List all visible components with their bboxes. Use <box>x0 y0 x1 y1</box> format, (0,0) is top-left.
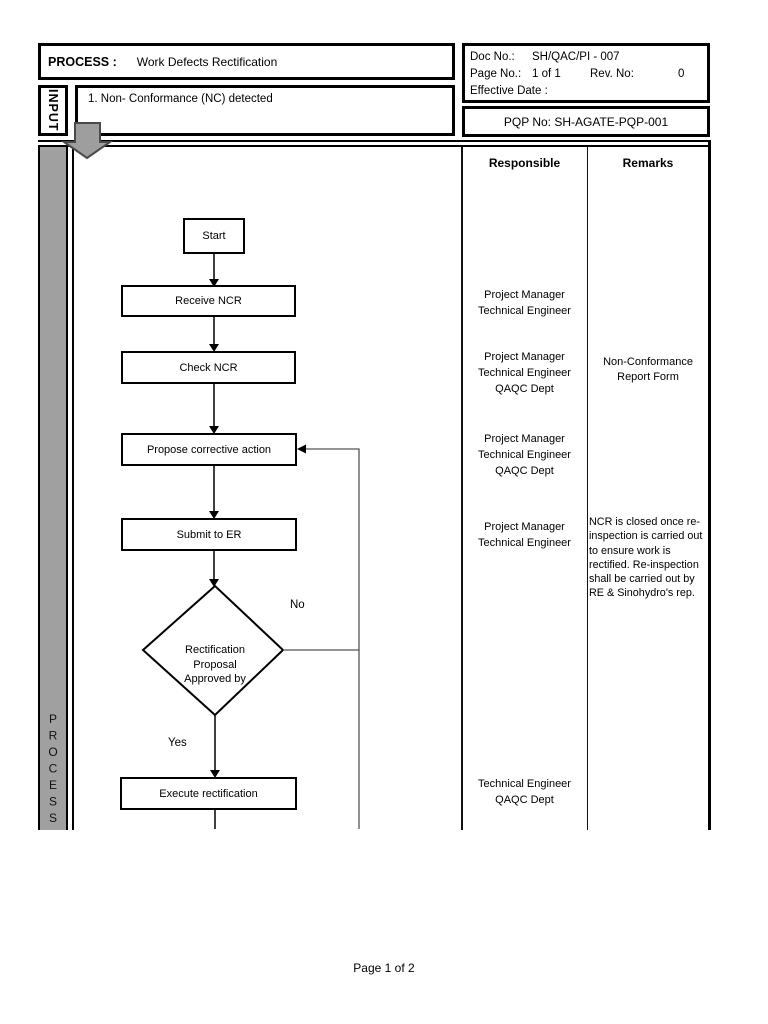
table-right-border <box>708 140 711 830</box>
decision-label: Rectification Proposal Approved by <box>145 643 285 687</box>
decision-label-line1: Rectification <box>185 644 245 656</box>
process-label: PROCESS : <box>48 54 117 69</box>
flow-step-execute-label: Execute rectification <box>159 787 258 800</box>
effective-date-label: Effective Date : <box>470 85 548 97</box>
responsible-line: QAQC Dept <box>495 465 554 477</box>
flow-step-start-label: Start <box>202 230 226 242</box>
responsible-column-header: Responsible <box>488 156 561 170</box>
responsible-line: Technical Engineer <box>478 449 571 461</box>
process-band-label: PROCESS <box>46 712 60 828</box>
decision-label-line2: Proposal <box>193 658 237 671</box>
input-item: 1. Non- Conformance (NC) detected <box>88 93 273 105</box>
table-top-border-inner <box>38 145 710 147</box>
flow-step-receive-ncr-label: Receive NCR <box>175 295 242 307</box>
rev-no-label: Rev. No: <box>590 68 634 80</box>
responsible-line: QAQC Dept <box>495 794 554 806</box>
arrowhead-decision-execute <box>210 770 220 778</box>
flow-step-check-ncr-label: Check NCR <box>179 361 238 374</box>
page-no-value: 1 of 1 <box>532 68 561 80</box>
remark-check-ncr: Non-Conformance Report Form <box>589 355 707 385</box>
flow-step-propose-corrective-action: Propose corrective action <box>121 433 297 466</box>
responsible-propose: Project Manager Technical Engineer QAQC … <box>464 431 585 479</box>
responsible-check-ncr: Project Manager Technical Engineer QAQC … <box>464 349 585 397</box>
process-title-box: PROCESS : Work Defects Rectification <box>38 43 455 80</box>
responsible-line: QAQC Dept <box>495 383 554 395</box>
input-label-box: INPUT <box>38 85 68 136</box>
responsible-line: Technical Engineer <box>478 537 571 549</box>
doc-no-value: SH/QAC/PI - 007 <box>532 51 620 63</box>
responsible-column-divider <box>461 147 463 830</box>
arrowhead-check-propose <box>209 426 219 434</box>
responsible-line: Project Manager <box>484 521 565 533</box>
arrowhead-submit-decision <box>209 579 219 587</box>
responsible-line: Project Manager <box>484 289 565 301</box>
flow-step-submit-to-er: Submit to ER <box>121 518 297 551</box>
arrowhead-receive-check <box>209 344 219 352</box>
input-flow-arrow-icon <box>60 122 114 160</box>
remark-line: Non-Conformance <box>603 356 693 368</box>
flow-step-execute-rectification: Execute rectification <box>120 777 297 810</box>
responsible-receive-ncr: Project Manager Technical Engineer <box>464 287 585 319</box>
doc-no-label: Doc No.: <box>470 51 515 63</box>
flow-step-receive-ncr: Receive NCR <box>121 285 296 317</box>
remark-submit: NCR is closed once re-inspection is carr… <box>589 516 703 600</box>
pqp-no-box: PQP No: SH-AGATE-PQP-001 <box>462 106 710 137</box>
input-label: INPUT <box>46 89 60 132</box>
decision-no-label: No <box>290 599 305 611</box>
responsible-line: Project Manager <box>484 433 565 445</box>
flow-step-propose-label: Propose corrective action <box>146 443 272 456</box>
page-no-label: Page No.: <box>470 68 522 80</box>
responsible-execute: Technical Engineer QAQC Dept <box>464 776 585 808</box>
decision-yes-label: Yes <box>168 737 187 749</box>
process-band-label-wrap: PROCESS <box>38 712 68 828</box>
responsible-line: Technical Engineer <box>478 367 571 379</box>
decision-label-line3: Approved by <box>184 673 246 685</box>
pqp-no-value: PQP No: SH-AGATE-PQP-001 <box>503 114 669 129</box>
responsible-line: Technical Engineer <box>478 778 571 790</box>
responsible-submit: Project Manager Technical Engineer <box>464 519 585 551</box>
input-content-box: 1. Non- Conformance (NC) detected <box>75 85 455 136</box>
process-band <box>38 147 68 830</box>
flow-step-check-ncr: Check NCR <box>121 351 296 384</box>
arrowhead-start-receive <box>209 279 219 287</box>
page-footer: Page 1 of 2 <box>353 961 415 975</box>
responsible-line: Project Manager <box>484 351 565 363</box>
arrowhead-propose-submit <box>209 511 219 519</box>
rev-no-value: 0 <box>678 68 685 80</box>
remarks-column-header: Remarks <box>622 156 674 170</box>
flow-step-submit-label: Submit to ER <box>176 528 242 541</box>
no-branch-line <box>283 448 360 651</box>
table-top-border-outer <box>38 140 710 142</box>
responsible-line: Technical Engineer <box>478 305 571 317</box>
remarks-column-divider <box>587 147 589 830</box>
remark-line: Report Form <box>617 371 679 383</box>
page-title: Work Defects Rectification <box>136 54 278 69</box>
table-left-border <box>72 147 74 830</box>
arrowhead-no-branch <box>297 444 306 454</box>
doc-info-box: Doc No.: SH/QAC/PI - 007 Page No.: 1 of … <box>462 43 710 103</box>
flow-step-start: Start <box>183 218 245 254</box>
